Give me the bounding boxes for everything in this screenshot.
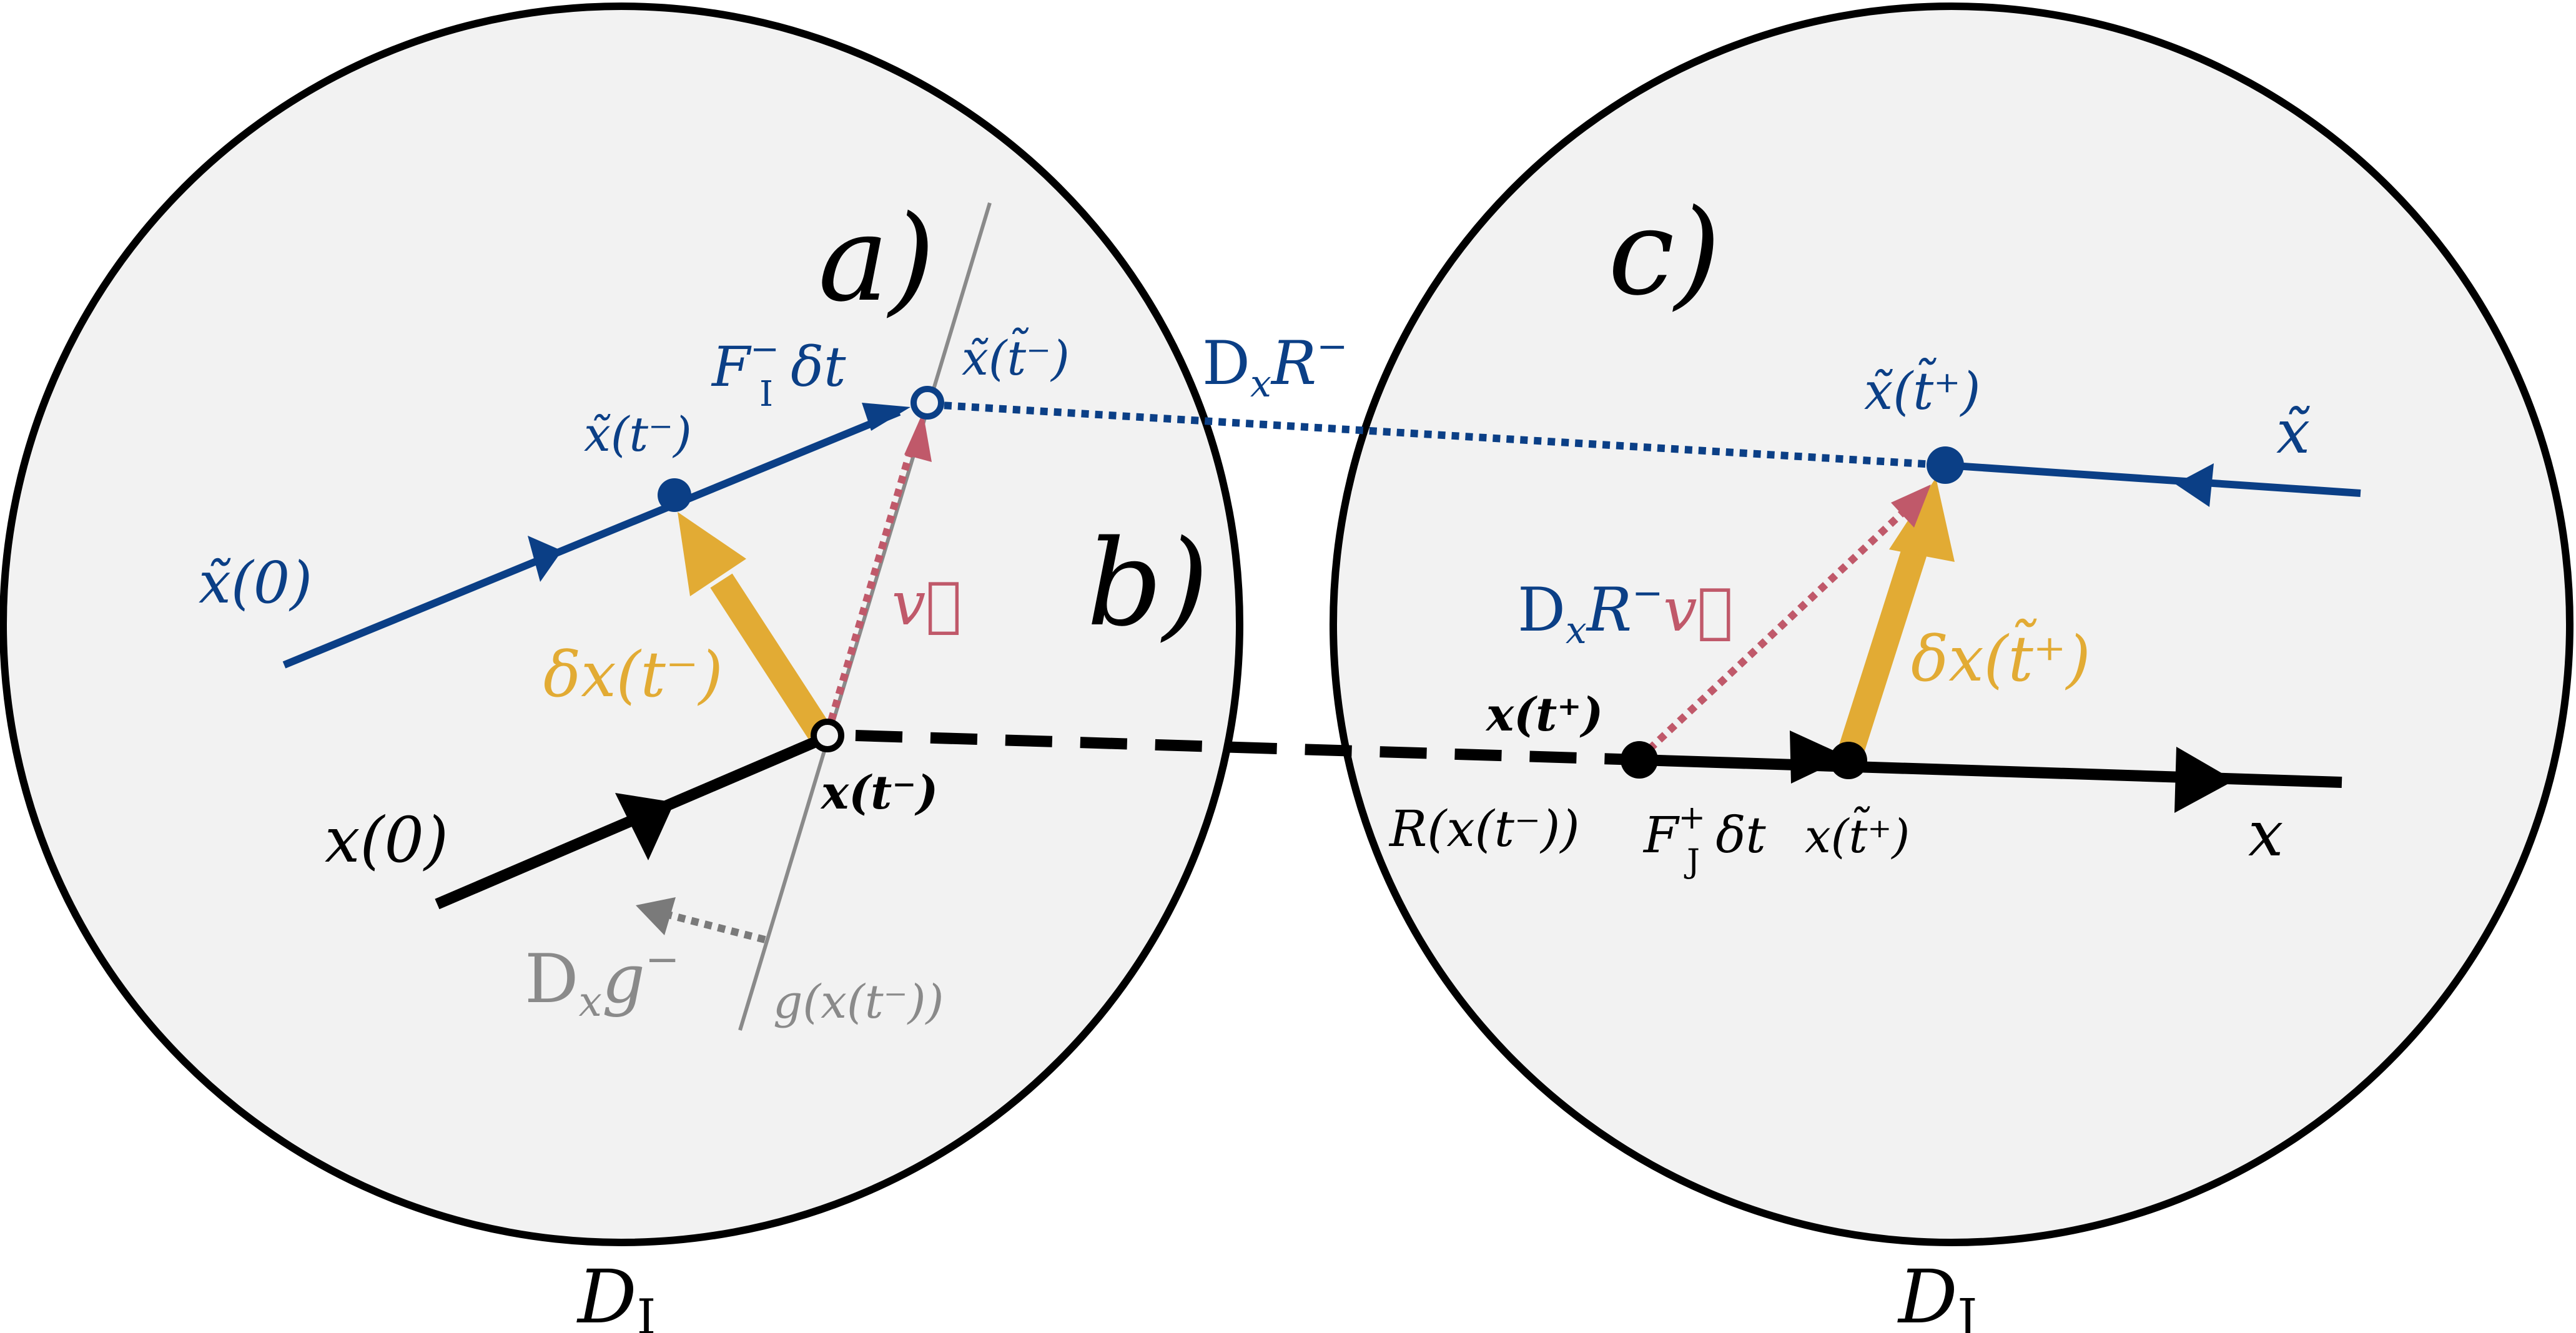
region-label-right: DJ xyxy=(1897,1254,1977,1333)
transported-velocity-head xyxy=(1891,485,1931,528)
gradient-arrow-shaft xyxy=(667,911,766,943)
reference-right-arrowhead xyxy=(2174,747,2234,813)
label-Dx-g-minus: Dxg− xyxy=(525,935,679,1026)
label-x-ttilde-plus: x(t̃⁺) xyxy=(1805,806,1910,863)
perturbation-right-shaft xyxy=(1835,548,1927,763)
reference-segment-arrowhead xyxy=(1790,730,1847,784)
label-delta-x-ttilde-plus: δx(t̃⁺) xyxy=(1911,618,2091,696)
label-Dx-R-minus-v: DxR−v⃗ xyxy=(1517,571,1733,652)
label-delta-x-t-minus: δx(t⁻) xyxy=(543,638,723,711)
perturbation-left-head xyxy=(678,512,746,596)
point-xtilde-t-minus xyxy=(658,478,691,512)
reset-jump-dashed-line xyxy=(855,730,1640,765)
gradient-arrow-head xyxy=(636,897,676,935)
panel-label-a: a) xyxy=(818,190,935,328)
label-x: x xyxy=(2248,797,2283,870)
perturbation-right-head xyxy=(1889,478,1955,562)
label-xtilde-ttilde-minus: x̃(t̃⁻) xyxy=(962,327,1070,386)
label-xtilde-ttilde-plus: x̃(t̃⁺) xyxy=(1864,357,1980,421)
point-xtilde-ttilde-plus xyxy=(1927,446,1964,484)
transported-velocity-shaft xyxy=(1636,508,1908,762)
label-F-I-delta-t: F−I δt xyxy=(711,329,846,415)
point-xtilde-ttilde-minus xyxy=(910,386,944,420)
point-x-t-plus xyxy=(1621,741,1658,779)
label-g-x-t-minus: g(x(t⁻)) xyxy=(773,975,944,1029)
velocity-vector-shaft xyxy=(824,445,915,735)
perturbation-left-shaft xyxy=(710,573,831,739)
label-x-t-plus: x(t⁺) xyxy=(1485,688,1603,742)
perturbed-trajectory-left xyxy=(282,408,901,669)
point-x-t-minus xyxy=(811,719,844,752)
reference-direction-arrowhead xyxy=(615,793,674,860)
label-F-J-delta-t: F+J δt xyxy=(1642,799,1767,880)
region-right-circle xyxy=(1330,2,2574,1246)
label-xtilde-0: x̃(0) xyxy=(199,549,312,616)
label-Dx-R-minus: DxR− xyxy=(1202,325,1348,406)
reset-map-dotted-link xyxy=(930,401,1946,469)
perturbed-direction-arrowhead xyxy=(528,536,562,582)
label-R-x-t-minus: R(x(t⁻)) xyxy=(1388,800,1580,858)
perturbed-right-arrowhead xyxy=(2175,463,2214,507)
label-xtilde-t-minus: x̃(t⁻) xyxy=(584,406,692,462)
perturbed-trajectory-right xyxy=(1945,461,2361,497)
guard-surface-line xyxy=(738,202,992,1031)
point-x-ttilde-plus xyxy=(1830,742,1867,779)
perturbed-segment-arrowhead xyxy=(862,403,910,431)
label-v-vec: v⃗ xyxy=(892,569,962,639)
label-x-t-minus: x(t⁻) xyxy=(820,766,938,820)
label-x-0: x(0) xyxy=(325,804,448,877)
region-left-circle xyxy=(0,2,1243,1246)
region-label-left: DI xyxy=(576,1254,656,1333)
label-xtilde: x̃ xyxy=(2276,397,2310,467)
panel-label-b: b) xyxy=(1087,514,1209,652)
velocity-vector-head xyxy=(904,412,932,462)
panel-label-c: c) xyxy=(1608,184,1721,322)
